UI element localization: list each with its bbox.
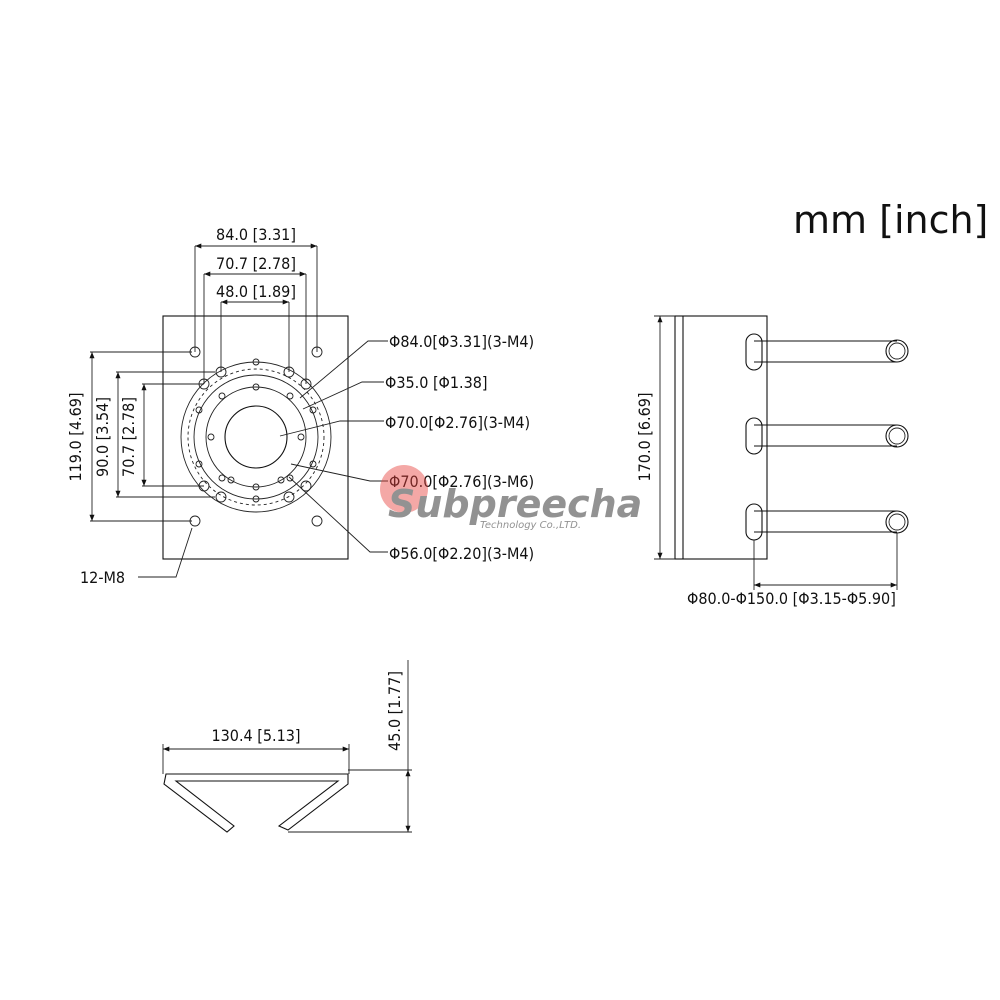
watermark-logo: Subpreecha Technology Co.,LTD. (380, 465, 642, 531)
front-view: 84.0 [3.31] 70.7 [2.78] 48.0 [1.89] 119.… (66, 225, 534, 587)
bracket-profile (163, 773, 349, 833)
circle-phi84 (180, 361, 332, 513)
dim-bottom-width: 130.4 [5.13] (211, 726, 300, 745)
watermark-subtitle: Technology Co.,LTD. (480, 520, 581, 531)
dim-top-84: 84.0 [3.31] (216, 225, 296, 244)
dim-side-height: 170.0 [6.69] (635, 392, 654, 481)
bolt-label: 12-M8 (80, 568, 125, 587)
dim-left-70-7: 70.7 [2.78] (119, 397, 138, 477)
dim-pole-range: Φ80.0-Φ150.0 [Φ3.15-Φ5.90] (687, 589, 896, 608)
side-plate (674, 315, 768, 560)
units-label: mm [inch] (793, 198, 988, 242)
dim-top-48: 48.0 [1.89] (216, 282, 296, 301)
callout-phi56: Φ56.0[Φ2.20](3-M4) (389, 544, 534, 563)
callout-phi35: Φ35.0 [Φ1.38] (385, 373, 488, 392)
circle-phi56 (205, 386, 307, 488)
circle-phi35 (224, 405, 288, 469)
front-plate (162, 315, 349, 560)
small-holes (195, 358, 317, 503)
clamp-band-1 (745, 333, 909, 371)
circle-phi70-dashed (187, 368, 325, 506)
clamp-band-2 (745, 417, 909, 455)
callout-phi84: Φ84.0[Φ3.31](3-M4) (389, 332, 534, 351)
watermark-red-swoosh-icon (380, 465, 428, 513)
clamp-band-3 (745, 503, 909, 541)
callout-phi70-m6: Φ70.0[Φ2.76](3-M6) (389, 472, 534, 491)
circle-phi70-m4 (193, 374, 319, 500)
dim-left-119: 119.0 [4.69] (66, 392, 85, 481)
m8-holes (189, 346, 323, 527)
side-view: 170.0 [6.69] Φ80.0-Φ150.0 [Φ3.15-Φ (635, 315, 909, 608)
dim-top-70-7: 70.7 [2.78] (216, 254, 296, 273)
watermark-brand: Subpreecha (388, 482, 642, 526)
dim-left-90: 90.0 [3.54] (93, 397, 112, 477)
dim-bottom-height: 45.0 [1.77] (385, 671, 404, 751)
bottom-view: 130.4 [5.13] 45.0 [1.77] (162, 660, 412, 833)
callout-phi70-m4: Φ70.0[Φ2.76](3-M4) (385, 413, 530, 432)
